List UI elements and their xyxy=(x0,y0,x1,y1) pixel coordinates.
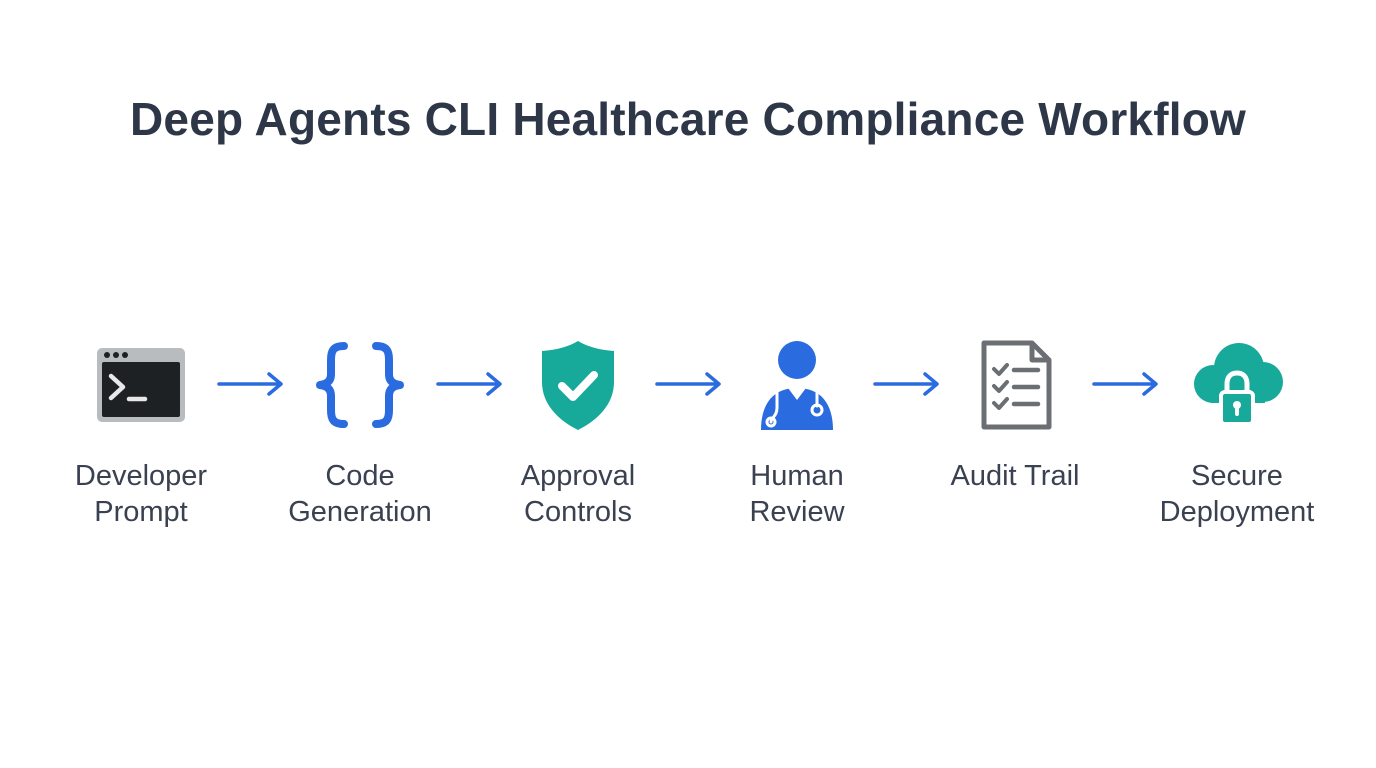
arrow-right-icon xyxy=(217,372,283,396)
step-label: Audit Trail xyxy=(950,460,1080,492)
step-label: Code Generation xyxy=(288,460,432,528)
arrow-right-icon xyxy=(873,372,939,396)
step-code-generation: Code Generation xyxy=(265,338,455,530)
step-label: Secure Deployment xyxy=(1159,460,1315,528)
arrow-right-icon xyxy=(655,372,721,396)
doctor-icon xyxy=(761,341,833,430)
step-developer-prompt: Developer Prompt xyxy=(46,338,236,530)
step-label: Developer Prompt xyxy=(74,460,208,528)
step-secure-deployment: Secure Deployment xyxy=(1142,338,1332,530)
step-human-review: Human Review xyxy=(702,338,892,530)
step-label: Approval Controls xyxy=(520,460,636,528)
cloud-lock-icon xyxy=(1194,343,1283,426)
step-label: Human Review xyxy=(749,460,845,528)
curly-braces-icon xyxy=(316,342,404,428)
step-approval-controls: Approval Controls xyxy=(483,338,673,530)
shield-check-icon xyxy=(542,341,614,430)
step-audit-trail: Audit Trail xyxy=(920,338,1110,494)
terminal-icon xyxy=(97,348,185,422)
page-title: Deep Agents CLI Healthcare Compliance Wo… xyxy=(130,93,1246,145)
arrow-right-icon xyxy=(436,372,502,396)
checklist-document-icon xyxy=(981,340,1052,430)
arrow-right-icon xyxy=(1092,372,1158,396)
